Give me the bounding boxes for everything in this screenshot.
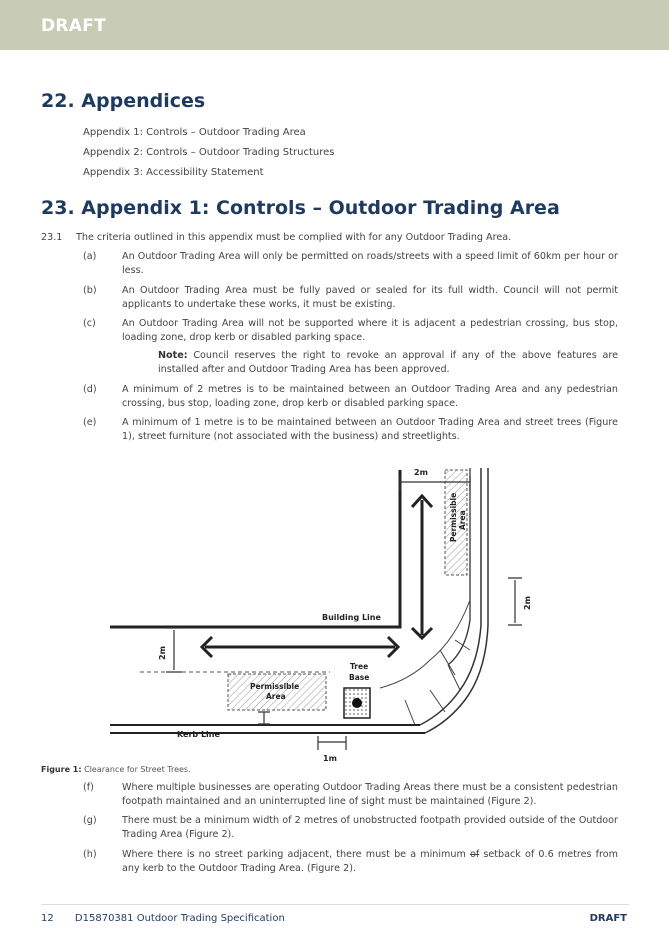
permissible-area-top xyxy=(444,469,468,576)
item-text: A minimum of 1 metre is to be maintained… xyxy=(122,417,618,442)
footer-divider xyxy=(41,904,629,905)
dim-area-kerb xyxy=(258,711,270,725)
item-label: (c) xyxy=(83,318,96,329)
note: Note: Council reserves the right to revo… xyxy=(158,349,618,377)
area-bottom-label: Area xyxy=(266,692,286,701)
toc-item: Appendix 3: Accessibility Statement xyxy=(83,167,264,178)
horizontal-arrow-head-right xyxy=(386,635,401,659)
item-label: (e) xyxy=(83,417,97,428)
building-line xyxy=(110,470,402,629)
footer-draft-label: DRAFT xyxy=(589,913,627,924)
section-22-number: 22. xyxy=(41,90,75,112)
item-label: (d) xyxy=(83,384,97,395)
dim-2m-right xyxy=(508,577,522,626)
item-text: There must be a minimum width of 2 metre… xyxy=(122,815,618,840)
toc-item: Appendix 1: Controls – Outdoor Trading A… xyxy=(83,127,306,138)
draft-banner: DRAFT xyxy=(0,0,669,50)
item-text-before: Where there is no street parking adjacen… xyxy=(122,849,470,860)
item-text: An Outdoor Trading Area must be fully pa… xyxy=(122,285,618,310)
item-label: (b) xyxy=(83,285,97,296)
toc-item: Appendix 2: Controls – Outdoor Trading S… xyxy=(83,147,335,158)
item-text-after: setback of 0.6 metres from any kerb to t… xyxy=(122,849,618,874)
section-22-title: Appendices xyxy=(81,90,206,112)
dim-2m-left-label: 2m xyxy=(158,646,167,660)
section-23-heading: 23. Appendix 1: Controls – Outdoor Tradi… xyxy=(41,197,560,219)
section-22-heading: 22. Appendices xyxy=(41,90,205,112)
item-label: (h) xyxy=(83,849,97,860)
building-line-label: Building Line xyxy=(322,613,381,622)
footpath-edge xyxy=(447,468,471,666)
vertical-arrow-head-bottom xyxy=(410,626,434,641)
section-23-number: 23. xyxy=(41,197,75,219)
kerb-blocks xyxy=(404,639,471,726)
note-label: Note: xyxy=(158,350,188,361)
dim-1m-label: 1m xyxy=(323,754,337,763)
item-text: Where there is no street parking adjacen… xyxy=(122,848,618,876)
page-number: 12 xyxy=(41,913,54,924)
doc-title: D15870381 Outdoor Trading Specification xyxy=(74,913,285,924)
permissible-top-label: Permissible xyxy=(449,493,458,542)
kerb-edge-right-outer xyxy=(424,468,489,734)
item-text-struck: of xyxy=(469,849,480,860)
clause-number: 23.1 xyxy=(41,232,63,243)
item-text: An Outdoor Trading Area will only be per… xyxy=(122,251,618,276)
dim-1m xyxy=(317,736,347,750)
item-label: (g) xyxy=(83,815,97,826)
item-text: Where multiple businesses are operating … xyxy=(122,782,618,807)
area-top-label: Area xyxy=(458,510,467,530)
item-text: A minimum of 2 metres is to be maintaine… xyxy=(122,384,618,409)
tree-label: Tree xyxy=(350,662,368,671)
dim-2m-left xyxy=(166,627,182,673)
permissible-area-bottom xyxy=(227,673,327,711)
permissible-bottom-label: Permissible xyxy=(250,682,299,691)
figure-caption-text: Clearance for Street Trees. xyxy=(84,765,191,774)
dim-2m-top xyxy=(399,476,471,490)
footer-left: 12 D15870381 Outdoor Trading Specificati… xyxy=(41,913,285,924)
base-label: Base xyxy=(349,673,369,682)
kerb-arc xyxy=(379,599,471,689)
horizontal-arrow-head-left xyxy=(199,635,214,659)
note-text: Council reserves the right to revoke an … xyxy=(158,350,618,375)
item-text: An Outdoor Trading Area will not be supp… xyxy=(122,318,618,343)
figure-caption: Figure 1: Clearance for Street Trees. xyxy=(41,765,191,774)
tree-trunk xyxy=(352,698,362,708)
figure-caption-label: Figure 1: xyxy=(41,765,82,774)
section-23-title: Appendix 1: Controls – Outdoor Trading A… xyxy=(81,197,560,219)
vertical-arrow-head-top xyxy=(410,493,434,509)
item-label: (a) xyxy=(83,251,97,262)
clause-text: The criteria outlined in this appendix m… xyxy=(76,232,512,243)
kerb-line-label: Kerb Line xyxy=(177,730,220,739)
dim-2m-right-label: 2m xyxy=(523,596,532,610)
item-label: (f) xyxy=(83,782,94,793)
dim-2m-top-label: 2m xyxy=(414,468,428,477)
banner-text: DRAFT xyxy=(41,16,107,36)
